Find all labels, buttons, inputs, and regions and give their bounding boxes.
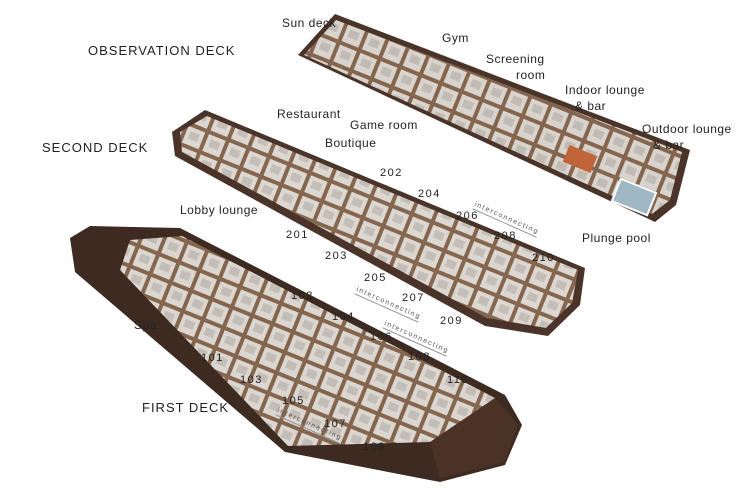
cabin-201: 201 — [286, 229, 309, 241]
cabin-202: 202 — [380, 167, 403, 179]
observation-deck-title: OBSERVATION DECK — [88, 43, 236, 58]
bar-area — [562, 145, 598, 173]
label-lobby-lounge: Lobby lounge — [180, 203, 259, 217]
plunge-pool-area — [610, 177, 658, 217]
label-plunge-pool: Plunge pool — [582, 231, 651, 245]
cabin-104: 104 — [332, 311, 355, 323]
observation-deck-plan — [298, 14, 690, 222]
cabin-110: 110 — [447, 374, 470, 386]
label-sun-deck: Sun deck — [282, 16, 337, 30]
label-screening-2: room — [516, 68, 546, 82]
bow-deck — [430, 398, 518, 478]
cabin-106: 106 — [370, 331, 393, 343]
cabin-107: 107 — [324, 418, 347, 430]
label-screening-1: Screening — [486, 52, 545, 66]
label-gym: Gym — [442, 31, 469, 45]
label-indoor-lounge-2: & bar — [575, 99, 607, 113]
cabin-205: 205 — [364, 272, 387, 284]
label-indoor-lounge-1: Indoor lounge — [565, 83, 645, 97]
second-deck-title: SECOND DECK — [42, 140, 149, 155]
cabin-102: 102 — [291, 290, 314, 302]
label-boutique: Boutique — [325, 136, 377, 150]
cabin-108: 108 — [408, 351, 431, 363]
cabin-206: 206 — [456, 210, 479, 222]
label-game-room: Game room — [350, 118, 418, 132]
cabin-105: 105 — [282, 395, 305, 407]
cabin-101: 101 — [201, 352, 224, 364]
cabin-207: 207 — [402, 292, 425, 304]
label-restaurant: Restaurant — [277, 107, 341, 121]
cabin-209: 209 — [440, 315, 463, 327]
second-deck-plan — [172, 110, 585, 336]
first-deck-plan — [70, 226, 522, 482]
first-deck-title: FIRST DECK — [142, 400, 230, 415]
cabin-204: 204 — [418, 188, 441, 200]
cabin-109: 109 — [363, 441, 386, 453]
cabin-203: 203 — [325, 250, 348, 262]
cabin-210: 210 — [532, 252, 555, 264]
label-spa: Spa — [134, 318, 157, 332]
label-outdoor-lounge-1: Outdoor lounge — [642, 122, 732, 136]
label-outdoor-lounge-2: & bar — [653, 138, 685, 152]
cabin-208: 208 — [494, 230, 517, 242]
cabin-103: 103 — [240, 374, 263, 386]
